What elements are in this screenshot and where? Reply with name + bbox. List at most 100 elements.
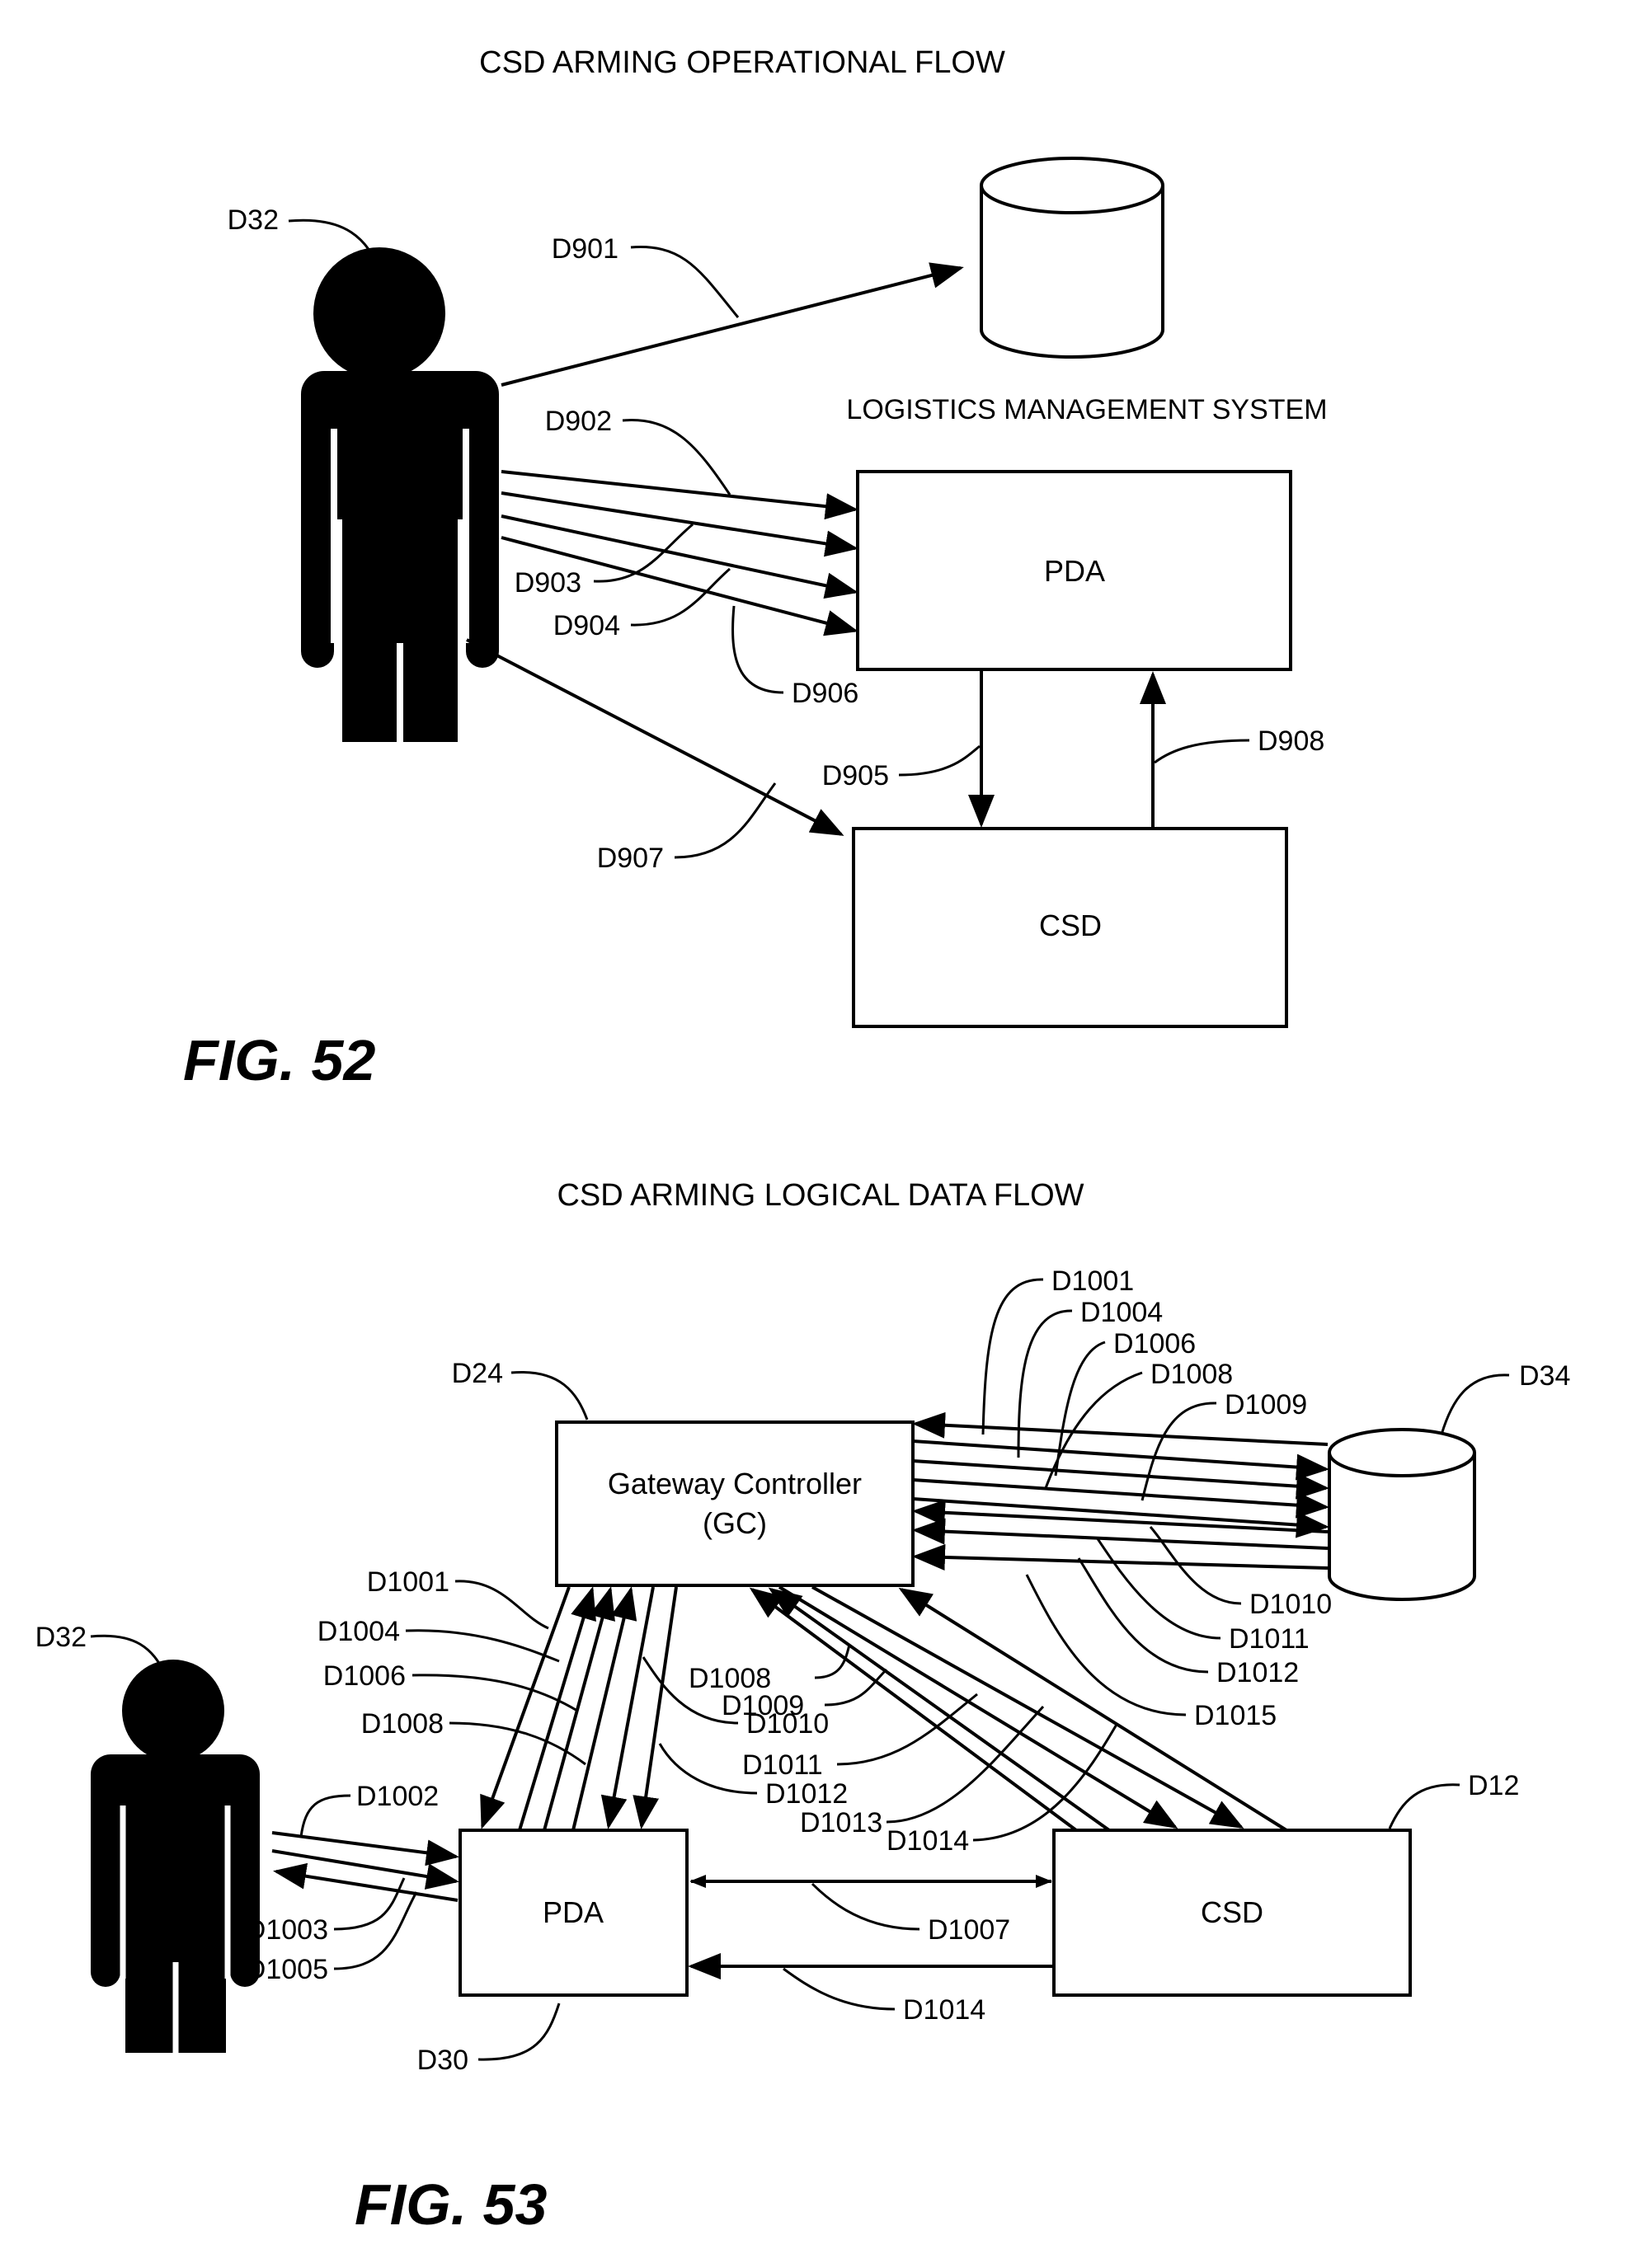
fig53-ref-gc-d1011: D1011 [742, 1749, 823, 1781]
fig52-csd-box [852, 827, 1288, 1028]
fig52-lms-label: LOGISTICS MANAGEMENT SYSTEM [846, 394, 1327, 425]
fig52-person-ref: D32 [228, 204, 279, 236]
fig53-ref-gc-d1008: D1008 [689, 1663, 771, 1694]
fig53-ref-gc-d1009: D1009 [722, 1690, 804, 1721]
fig53-leader-top-d1009 [1141, 1402, 1217, 1501]
fig53-leader-gp-d1001 [454, 1580, 549, 1630]
fig53-leader-d1003 [333, 1877, 406, 1931]
fig53-ref-bot-d1010: D1010 [1249, 1589, 1332, 1620]
fig53-ref-gc-d1013: D1013 [800, 1807, 882, 1838]
fig53-leader-d1002 [299, 1794, 351, 1838]
fig53-person-icon [91, 1660, 260, 2053]
fig52-csd-label: CSD [1039, 909, 1102, 942]
fig53-leader-gc-d1011 [836, 1693, 978, 1766]
fig52-ref-d901: D901 [552, 233, 618, 265]
fig52-leader-d904 [630, 567, 731, 627]
fig52-pda-label: PDA [1044, 554, 1105, 588]
fig53-leader-gp-d1006 [412, 1674, 578, 1712]
fig53-diagram: CSD ARMING LOGICAL DATA FLOW Gateway Con… [35, 1178, 1571, 2237]
fig52-ref-d904: D904 [553, 610, 620, 641]
fig52-ref-d902: D902 [545, 406, 612, 437]
fig53-ref-d1002: D1002 [356, 1781, 439, 1812]
fig53-leader-top-d1004 [1017, 1309, 1073, 1458]
fig52-person-leader [288, 218, 383, 273]
fig52-label: FIG. 52 [183, 1028, 375, 1092]
fig53-leader-bot-d1011 [1095, 1537, 1221, 1640]
fig53-person-ref: D32 [35, 1622, 87, 1653]
fig53-leader-gc-d1009 [824, 1668, 888, 1707]
fig53-gc-ref: D24 [452, 1358, 503, 1389]
fig53-leader-top-d1006 [1054, 1341, 1106, 1477]
fig53-arrowhead-d1007-left [689, 1875, 706, 1888]
fig53-csd-label: CSD [1201, 1895, 1263, 1929]
fig52-pda-box [856, 470, 1292, 671]
fig53-pda-label: PDA [543, 1895, 604, 1929]
fig53-gc-box [555, 1420, 915, 1587]
fig53-ref-top-d1008: D1008 [1150, 1359, 1233, 1390]
fig53-title: CSD ARMING LOGICAL DATA FLOW [557, 1178, 1084, 1213]
fig53-leader-gp-d1010 [642, 1656, 739, 1725]
fig53-gc-pda-arrows [480, 1586, 678, 1831]
fig53-db-leader [1440, 1373, 1510, 1435]
fig52-diagram: CSD ARMING OPERATIONAL FLOW D32 LOGISTIC… [183, 45, 1328, 1092]
fig52-title: CSD ARMING OPERATIONAL FLOW [479, 45, 1005, 80]
fig53-csd-box [1052, 1829, 1412, 1997]
fig53-gc-label-line2: (GC) [703, 1506, 767, 1540]
fig53-leader-d1005 [333, 1891, 418, 1970]
fig52-arrow-d902 [501, 470, 858, 520]
fig53-ref-gp-d1006: D1006 [323, 1660, 406, 1692]
fig53-ref-bot-d1015: D1015 [1194, 1700, 1277, 1731]
fig53-ref-d1014: D1014 [903, 1994, 985, 2026]
fig53-gc-label-line1: Gateway Controller [608, 1467, 862, 1500]
fig53-leader-gc-d1008 [814, 1644, 851, 1679]
fig53-pda-ref: D30 [417, 2045, 468, 2076]
fig53-leader-bot-d1015 [1025, 1574, 1187, 1716]
fig53-ref-gp-d1010: D1010 [746, 1708, 829, 1740]
fig53-ref-top-d1006: D1006 [1113, 1328, 1196, 1359]
fig53-leader-gp-d1012 [658, 1743, 758, 1795]
fig52-arrow-d907 [466, 638, 844, 836]
fig53-ref-bot-d1011: D1011 [1229, 1623, 1310, 1655]
fig52-database-icon [980, 157, 1164, 359]
fig52-arrow-d906 [501, 536, 858, 636]
fig53-csd-leader [1388, 1783, 1460, 1829]
fig52-person-icon [301, 247, 499, 742]
fig52-arrow-d904 [501, 514, 858, 599]
fig53-ref-d1003: D1003 [246, 1914, 328, 1946]
fig53-gc-csd-arrows [749, 1585, 1288, 1832]
fig53-ref-gp-d1004: D1004 [317, 1616, 400, 1647]
fig53-gc-leader [510, 1370, 589, 1420]
fig53-leader-d1007 [811, 1882, 920, 1931]
fig52-leader-d905 [898, 744, 981, 777]
fig53-leader-gp-d1008 [449, 1721, 586, 1766]
fig52-ref-d903: D903 [515, 567, 581, 599]
fig53-ref-top-d1009: D1009 [1225, 1389, 1307, 1420]
fig52-ref-d905: D905 [822, 760, 889, 791]
fig52-ref-d906: D906 [792, 678, 858, 709]
fig52-ref-d908: D908 [1258, 725, 1324, 757]
fig53-person-leader [90, 1634, 167, 1674]
fig53-csd-ref: D12 [1468, 1770, 1519, 1801]
fig53-leader-bot-d1010 [1149, 1526, 1242, 1605]
fig53-ref-d1005: D1005 [246, 1954, 328, 1985]
fig53-leader-d1014 [783, 1967, 896, 2011]
fig52-arrow-d901 [501, 262, 964, 387]
fig53-pda-leader [477, 2003, 561, 2061]
fig52-leader-d908 [1154, 739, 1250, 764]
fig52-leader-d903 [593, 523, 694, 583]
fig52-leader-d907 [674, 782, 777, 859]
fig53-ref-d1007: D1007 [928, 1914, 1010, 1946]
fig53-ref-gp-d1008: D1008 [361, 1708, 444, 1740]
fig53-leader-gp-d1004 [405, 1629, 560, 1663]
fig52-ref-d907: D907 [597, 843, 664, 874]
fig53-ref-gp-d1012: D1012 [765, 1778, 848, 1810]
fig53-ref-top-d1004: D1004 [1080, 1297, 1163, 1328]
fig53-gc-db-arrows [912, 1411, 1329, 1571]
fig53-person-pda-arrows [271, 1831, 459, 1902]
fig53-leader-top-d1001 [981, 1278, 1044, 1435]
fig53-db-ref: D34 [1519, 1360, 1570, 1392]
fig53-leader-gc-d1013 [886, 1705, 1045, 1824]
fig53-ref-bot-d1012: D1012 [1216, 1657, 1299, 1688]
fig53-label: FIG. 53 [355, 2172, 547, 2237]
